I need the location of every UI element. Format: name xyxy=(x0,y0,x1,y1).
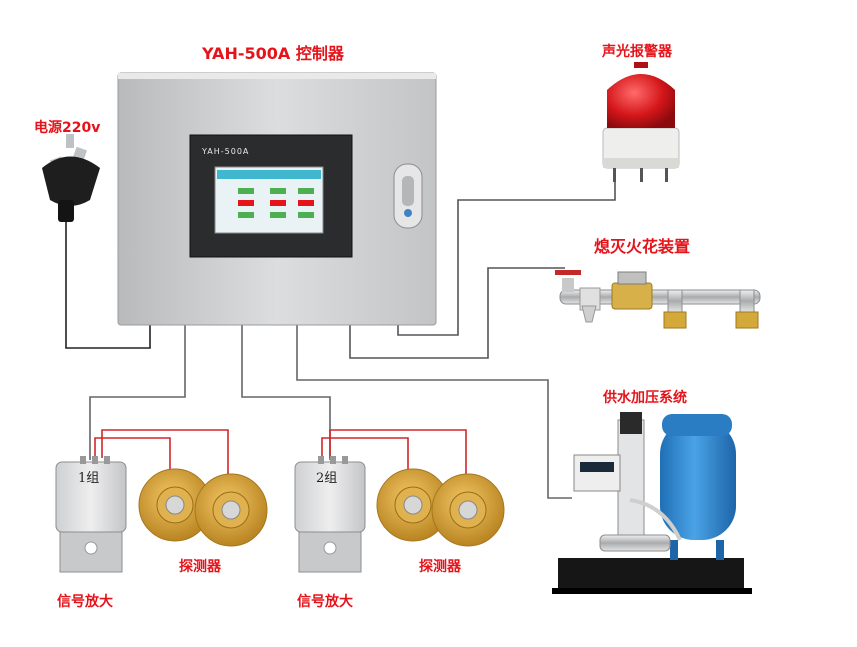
detector-2-label: 探测器 xyxy=(419,559,461,575)
power-plug-icon xyxy=(42,134,100,222)
signal-amplifier-1: 1组 xyxy=(55,456,127,573)
alarm-beacon-icon xyxy=(602,62,680,182)
wire-water xyxy=(296,318,572,499)
wire-detector-2b xyxy=(329,429,467,478)
wire-alarm xyxy=(397,180,616,336)
detector-1-label: 探测器 xyxy=(179,559,221,575)
wire-group-2 xyxy=(241,318,331,460)
wire-detector-1b xyxy=(101,429,229,478)
detector-2a-icon xyxy=(376,468,450,542)
extinguish-label: 熄灭火花装置 xyxy=(594,237,691,256)
extinguish-device-icon xyxy=(555,270,761,329)
controller-cabinet: YAH-500A xyxy=(117,72,437,326)
detector-2b-icon xyxy=(431,473,505,547)
wire-detector-1a xyxy=(94,437,171,470)
group-1-label: 1组 xyxy=(78,471,99,486)
wire-extinguish xyxy=(349,267,565,359)
detector-1b-icon xyxy=(194,473,268,547)
amplifier-2-label: 信号放大 xyxy=(297,594,353,610)
detector-1a-icon xyxy=(138,468,212,542)
alarm-label: 声光报警器 xyxy=(602,44,672,60)
water-system-label: 供水加压系统 xyxy=(603,390,687,406)
screen-brand: YAH-500A xyxy=(201,147,249,156)
power-label: 电源220v xyxy=(34,120,101,136)
controller-label: YAH-500A 控制器 xyxy=(202,44,344,63)
water-system-icon xyxy=(552,412,752,594)
signal-amplifier-2: 2组 xyxy=(294,456,366,573)
wire-group-1 xyxy=(89,318,186,460)
wire-power xyxy=(65,222,151,349)
amplifier-1-label: 信号放大 xyxy=(57,594,113,610)
group-2-label: 2组 xyxy=(316,471,337,486)
wire-detector-2a xyxy=(321,437,409,470)
wiring xyxy=(65,180,616,499)
